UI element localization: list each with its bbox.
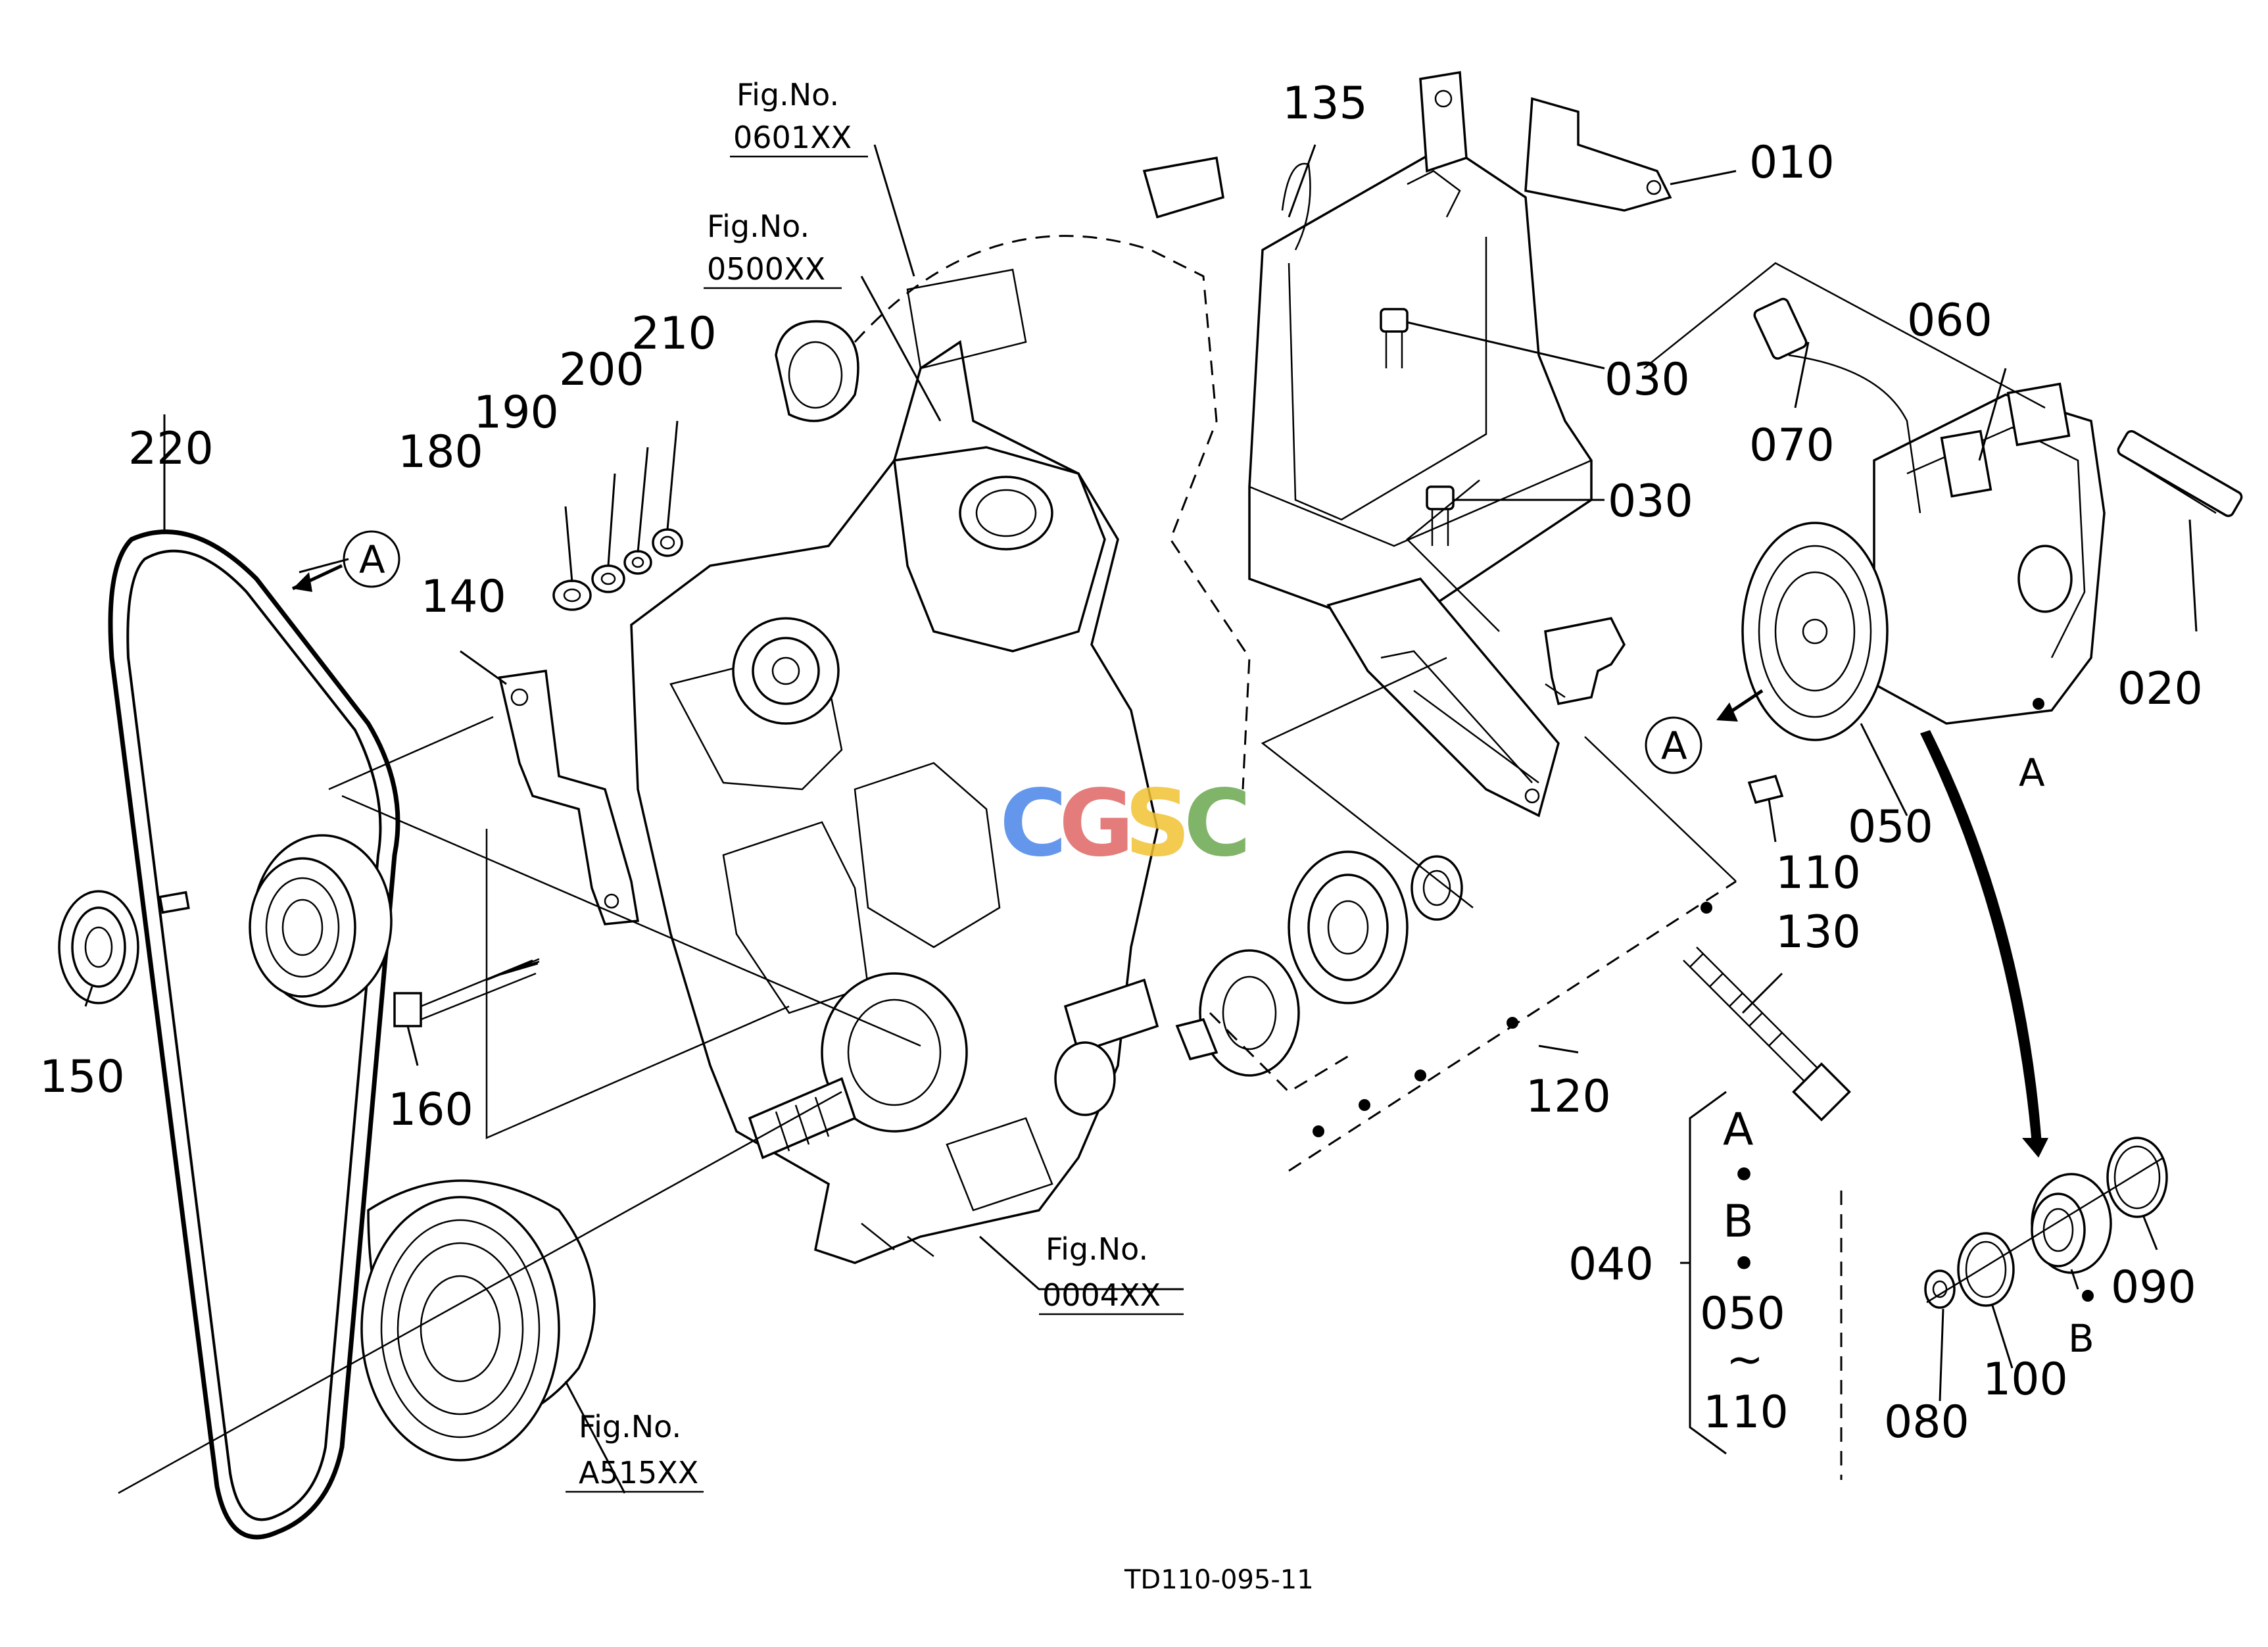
group-item: 110 [1703, 1387, 1789, 1438]
group-040: 040 A • B • 050 ~ 110 [1568, 1091, 1789, 1455]
part-number: 150 [39, 1051, 125, 1103]
part-number: 130 [1775, 906, 1861, 958]
part-number: 190 [473, 387, 559, 439]
fig-ref-number: A515XX [579, 1455, 698, 1490]
part-number: 010 [1749, 137, 1835, 189]
drawing-code: TD110-095-11 [1124, 1565, 1314, 1595]
watermark-letter: C [1184, 770, 1251, 877]
bolts-030 [1380, 308, 1455, 546]
part-number: 090 [2111, 1262, 2196, 1314]
watermark-letter: C [1000, 770, 1067, 877]
fig-ref-label: Fig.No. [707, 209, 809, 244]
figure-references: Fig.No. 0601XX Fig.No. 0500XX Fig.No. 00… [566, 77, 1184, 1493]
group-item: A [1723, 1104, 1754, 1156]
group-number: 040 [1568, 1239, 1654, 1291]
engine-block [630, 235, 1251, 1264]
part-number: 110 [1775, 847, 1861, 899]
group-item: B [1723, 1196, 1754, 1248]
watermark: C G S C [1000, 770, 1251, 877]
part-number: 180 [398, 426, 483, 478]
fig-ref-label: Fig.No. [736, 77, 839, 112]
part-number: 050 [1848, 801, 1933, 853]
part-numbers: 010 020 030 030 050 060 070 080 090 100 … [39, 78, 2203, 1448]
callout-letters: A A A B [343, 530, 2094, 1361]
part-number: 120 [1526, 1071, 1611, 1123]
part-number: 080 [1884, 1396, 1969, 1448]
callout-a-right: A [1661, 724, 1687, 768]
part-number: 070 [1749, 420, 1835, 472]
sensor-and-bolt [1753, 297, 2243, 518]
fig-ref-number: 0004XX [1042, 1277, 1161, 1313]
part-number: 220 [128, 423, 214, 475]
bolt-130 [1683, 946, 1851, 1121]
callout-a-compressor: A [2019, 750, 2045, 795]
fig-ref-number: 0601XX [733, 120, 852, 155]
adjusting-bracket [498, 670, 640, 925]
compressor-bracket [1142, 70, 1672, 818]
washers [552, 528, 683, 611]
crankshaft-pulley [360, 1179, 596, 1462]
part-number: 140 [421, 571, 506, 623]
group-item: • [1731, 1150, 1757, 1202]
drive-belt [108, 529, 400, 1540]
watermark-letter: G [1059, 770, 1134, 877]
group-item: ~ [1726, 1334, 1764, 1386]
ac-compressor [1741, 382, 2106, 804]
fig-ref-number: 0500XX [707, 251, 825, 287]
direction-arrows [291, 564, 2048, 1158]
tension-pulley [249, 834, 393, 1008]
group-item: • [1731, 1239, 1757, 1291]
callout-a-left: A [359, 537, 385, 582]
fig-ref-label: Fig.No. [1046, 1231, 1148, 1267]
reference-dots [1313, 698, 2094, 1302]
callout-b-bearing: B [2068, 1316, 2094, 1361]
idler-assembly [1175, 617, 1626, 1077]
part-number: 020 [2117, 663, 2203, 715]
clutch-components [1924, 1137, 2168, 1309]
part-number: 210 [631, 308, 717, 360]
part-number: 160 [388, 1084, 473, 1136]
part-number: 060 [1907, 295, 1992, 347]
part-number: 200 [559, 344, 644, 396]
bolt-160 [393, 958, 540, 1027]
part-number: 135 [1282, 78, 1368, 130]
part-number: 100 [1983, 1354, 2068, 1406]
part-number: 030 [1608, 476, 1693, 528]
part-number: 030 [1604, 354, 1690, 406]
watermark-letter: S [1124, 770, 1191, 877]
group-item: 050 [1700, 1288, 1785, 1340]
fig-ref-label: Fig.No. [579, 1409, 681, 1444]
idler-pulley [58, 890, 190, 1004]
